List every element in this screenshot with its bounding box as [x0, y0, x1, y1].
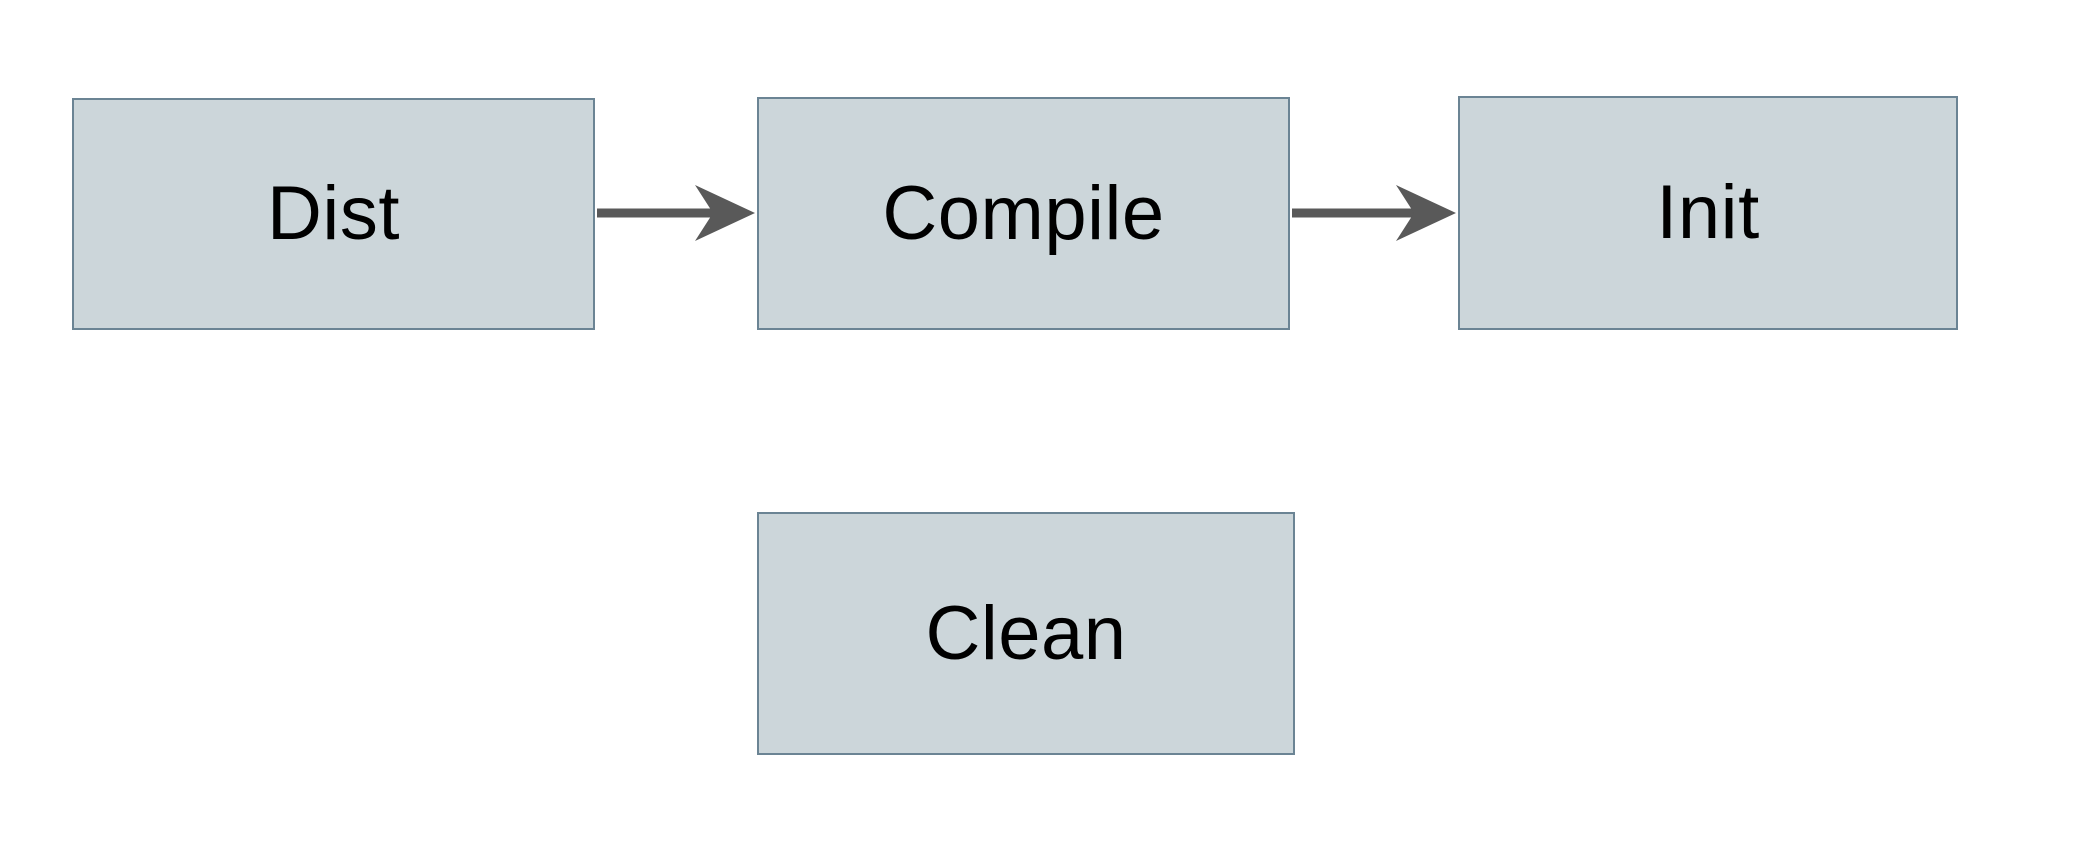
- edge-dist-to-compile-arrowhead: [695, 185, 755, 241]
- node-clean[interactable]: Clean: [757, 512, 1295, 755]
- edge-compile-to-init[interactable]: [1292, 185, 1456, 241]
- edge-dist-to-compile[interactable]: [597, 185, 755, 241]
- node-compile[interactable]: Compile: [757, 97, 1290, 330]
- node-clean-label: Clean: [925, 590, 1127, 676]
- edge-compile-to-init-arrowhead: [1396, 185, 1456, 241]
- node-init-label: Init: [1656, 170, 1760, 255]
- node-dist-label: Dist: [267, 171, 400, 256]
- node-dist[interactable]: Dist: [72, 98, 595, 330]
- node-compile-label: Compile: [882, 170, 1165, 256]
- node-init[interactable]: Init: [1458, 96, 1958, 330]
